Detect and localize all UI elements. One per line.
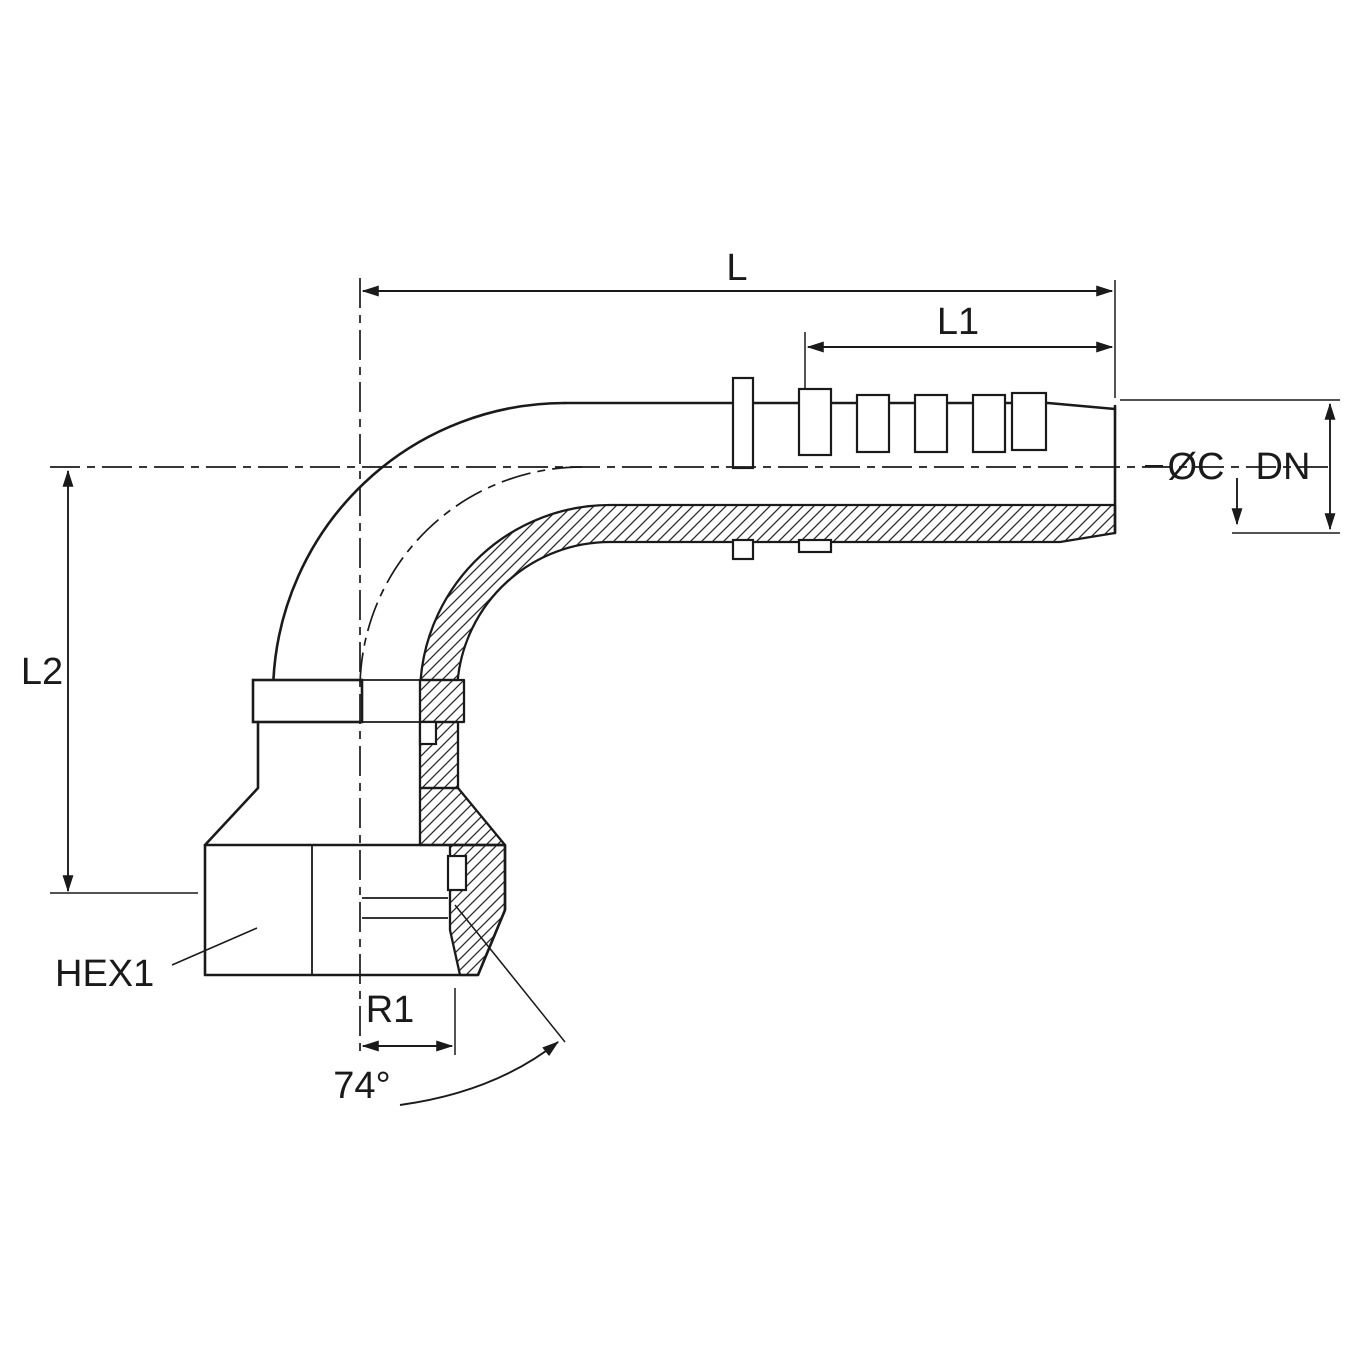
seat-cone-extension-line bbox=[454, 904, 566, 1043]
barb-rib bbox=[1010, 391, 1048, 452]
barb-rib bbox=[913, 393, 949, 454]
dim-L: L bbox=[361, 247, 1116, 398]
dimensions: L L1 DN ØC bbox=[21, 247, 1340, 1107]
dim-L1-label: L1 bbox=[937, 301, 979, 343]
barb-rib bbox=[971, 393, 1007, 454]
dim-R1-label: R1 bbox=[366, 989, 415, 1031]
dim-L-label: L bbox=[726, 247, 747, 289]
dim-HEX1: HEX1 bbox=[55, 927, 258, 995]
angle-label: 74° bbox=[333, 1065, 390, 1107]
fitting-outline bbox=[203, 401, 1117, 1043]
stem-top-edge bbox=[563, 401, 1117, 411]
collar-outline bbox=[251, 678, 364, 724]
elbow-outer-curve bbox=[272, 401, 567, 682]
fitting-section-hatching bbox=[418, 503, 1117, 977]
collar-bridge-lines bbox=[362, 679, 420, 723]
stem-wall-section bbox=[419, 503, 1117, 682]
barb-tab-lower bbox=[731, 538, 755, 561]
barb-tab-lower bbox=[797, 538, 833, 554]
elbow-bore-centerline bbox=[359, 466, 583, 690]
flare-section bbox=[418, 786, 507, 847]
dim-L1: L1 bbox=[804, 301, 1114, 389]
dim-OC-label: ØC bbox=[1168, 446, 1225, 488]
stem-barb-ribs bbox=[731, 376, 1048, 561]
dim-angle-74: 74° bbox=[333, 1041, 559, 1107]
barb-rib bbox=[731, 376, 755, 470]
dim-R1: R1 bbox=[361, 988, 456, 1055]
dim-DN-label: DN bbox=[1256, 446, 1311, 488]
hex-nut-outline bbox=[203, 843, 507, 977]
hex1-leader-line bbox=[171, 927, 258, 966]
dim-DN: DN bbox=[1120, 399, 1340, 534]
angle-arc bbox=[399, 1041, 559, 1106]
wall-notch bbox=[418, 720, 438, 746]
dim-L2: L2 bbox=[21, 469, 198, 894]
dim-OC: ØC bbox=[1145, 446, 1243, 526]
centerlines bbox=[50, 278, 1333, 1055]
collar-section bbox=[418, 678, 466, 724]
barb-rib bbox=[797, 387, 833, 457]
hex1-label: HEX1 bbox=[55, 953, 154, 995]
thread-relief-notch bbox=[446, 854, 468, 892]
dim-L2-label: L2 bbox=[21, 651, 63, 693]
left-body-profile bbox=[203, 720, 260, 847]
thread-lines bbox=[362, 897, 448, 919]
dim-DN-extensions bbox=[1120, 399, 1340, 534]
barb-rib bbox=[855, 393, 891, 454]
